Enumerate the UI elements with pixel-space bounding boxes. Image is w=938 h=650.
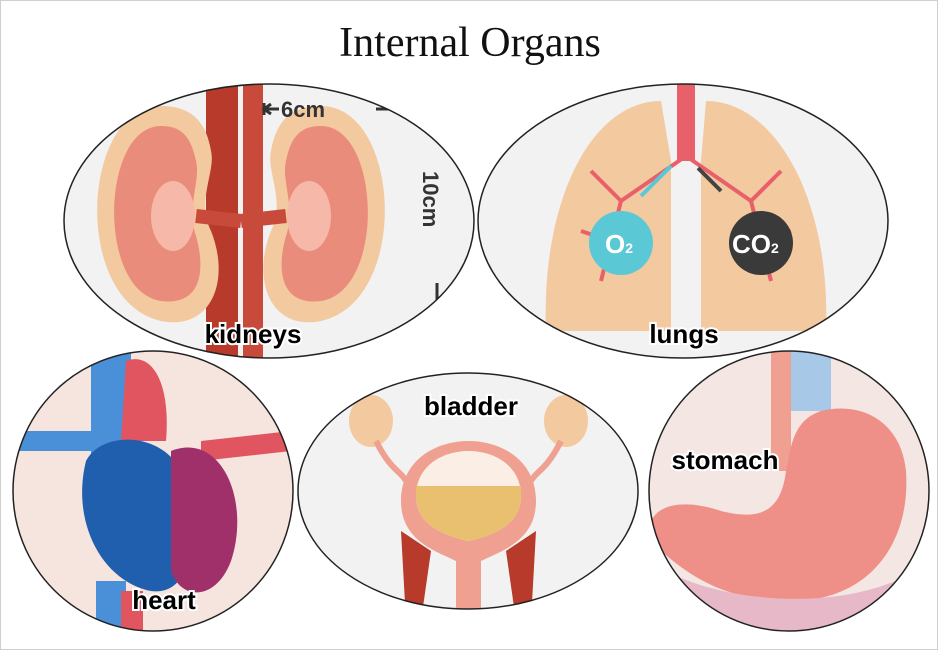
kidneys-label: kidneys [205,319,302,349]
left-ventricle [171,447,238,593]
right-ventricle [82,439,191,592]
heart-label: heart [132,585,196,615]
bladder-label: bladder [424,391,518,421]
co2-label: CO2 [732,229,779,259]
stomach-label: stomach [672,445,779,475]
lungs-label: lungs [649,319,718,349]
right-kidney [240,106,385,323]
width-dimension: 6cm [281,97,325,122]
lungs-panel: O2 CO2 lungs [477,83,889,359]
bladder-panel: bladder [297,372,639,610]
kidneys-panel: 6cm 10cm kidneys [63,83,475,359]
trachea [677,84,695,161]
esophagus [771,351,791,471]
o2-label: O2 [605,229,633,259]
co2-bubble [729,211,793,275]
height-dimension: 10cm [418,171,443,227]
stomach-organ [651,408,907,601]
stomach-panel: stomach [648,350,930,632]
heart-panel: heart [12,350,294,632]
left-kidney [97,106,242,323]
o2-bubble [589,211,653,275]
page-title: Internal Organs [339,20,601,66]
